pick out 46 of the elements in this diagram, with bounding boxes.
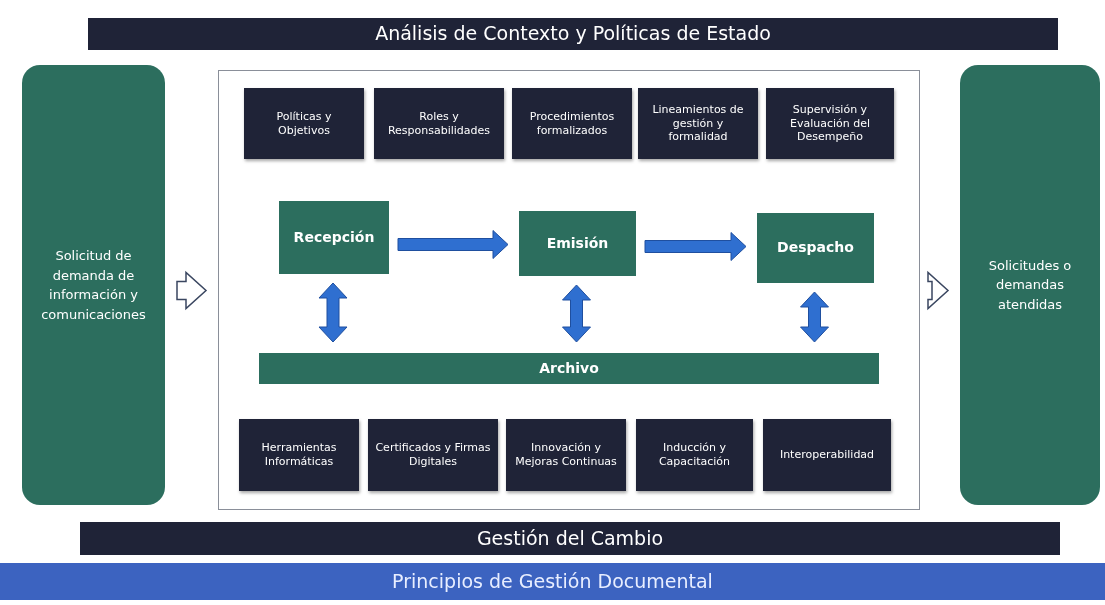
node-label: Supervisión y Evaluación del Desempeño — [788, 102, 872, 145]
block-arrow — [397, 230, 509, 259]
node-label: Recepción — [293, 228, 375, 247]
node-label: Inducción y Capacitación — [657, 441, 732, 469]
topic-box — [763, 419, 891, 491]
topic-box — [512, 88, 632, 159]
hollow-arrow — [927, 270, 950, 311]
node-label: Innovación y Mejoras Continuas — [514, 441, 618, 469]
node-label: Procedimientos formalizados — [528, 109, 616, 138]
node-label: Solicitud de demanda de información y comunicaciones — [40, 247, 147, 324]
topic-box — [368, 419, 498, 491]
side-panel — [960, 65, 1100, 505]
node-label: Herramientas Informáticas — [260, 441, 338, 469]
node-label: Políticas y Objetivos — [275, 109, 333, 138]
side-panel — [22, 65, 165, 505]
node-label: Gestión del Cambio — [476, 526, 664, 551]
process-box — [519, 211, 636, 276]
frame-box — [218, 70, 920, 510]
node-label: Análisis de Contexto y Políticas de Estado — [375, 22, 771, 46]
topic-box — [244, 88, 364, 159]
node-label: Despacho — [777, 239, 854, 257]
archive-bar — [259, 353, 879, 384]
node-label: Archivo — [539, 359, 599, 378]
node-label: Solicitudes o demandas atendidas — [987, 256, 1073, 314]
hollow-arrow — [176, 270, 208, 311]
node-label: Certificados y Firmas Digitales — [374, 441, 492, 469]
topic-box — [374, 88, 504, 159]
node-label: Principios de Gestión Documental — [392, 569, 713, 594]
topic-box — [506, 419, 626, 491]
process-box — [279, 201, 389, 274]
topic-box — [239, 419, 359, 491]
topic-box — [638, 88, 758, 159]
block-arrow — [644, 232, 747, 261]
block-arrow — [800, 291, 829, 343]
node-label: Roles y Responsabilidades — [386, 109, 492, 138]
heading-bar — [80, 522, 1060, 555]
process-box — [757, 213, 874, 283]
foundation-bar — [0, 563, 1105, 600]
block-arrow — [562, 284, 591, 343]
topic-box — [636, 419, 753, 491]
node-label: Lineamientos de gestión y formalidad — [651, 102, 745, 145]
topic-box — [766, 88, 894, 159]
heading-bar — [88, 18, 1058, 50]
block-arrow — [318, 282, 348, 343]
node-label: Interoperabilidad — [779, 448, 875, 462]
node-label: Emisión — [546, 234, 609, 253]
